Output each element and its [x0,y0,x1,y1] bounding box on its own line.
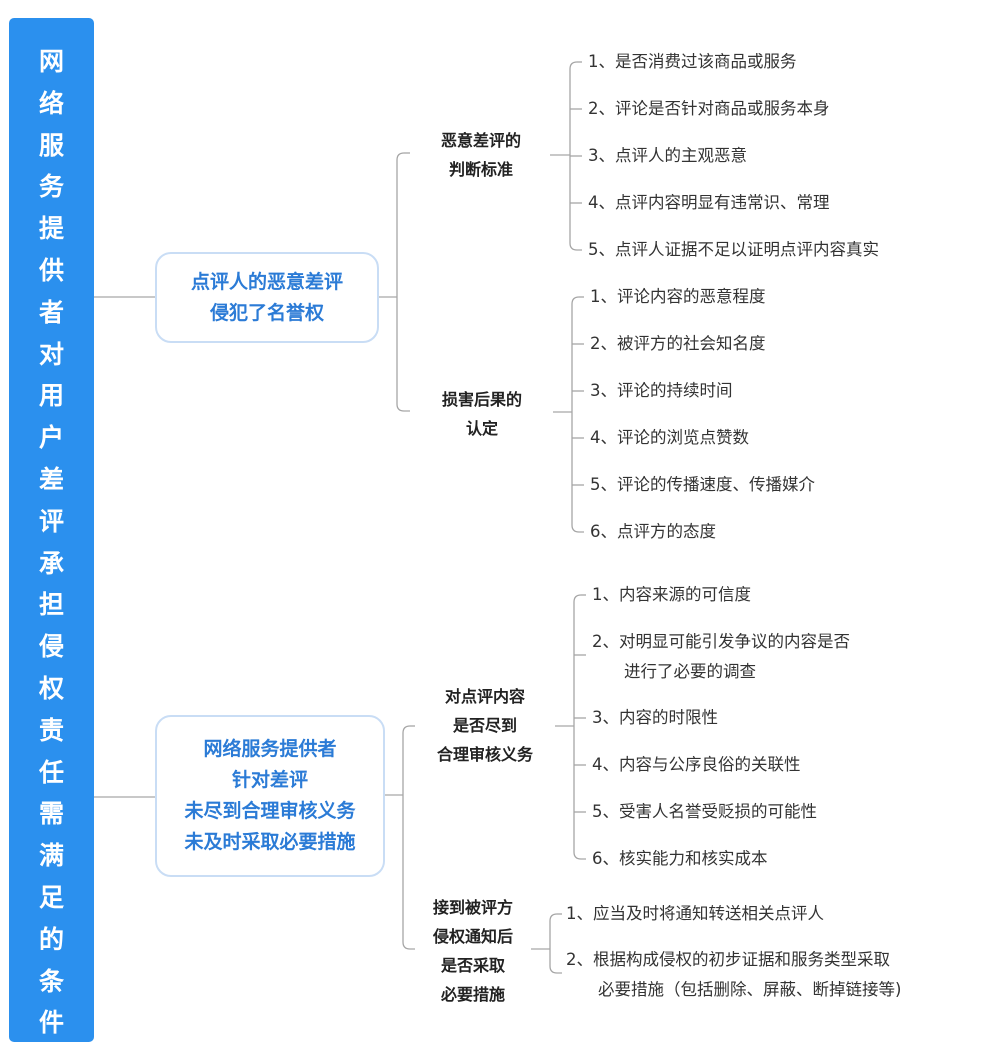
leaf-item[interactable]: 3、内容的时限性 [592,703,718,733]
leaf-item[interactable]: 2、对明显可能引发争议的内容是否 进行了必要的调查 [592,627,850,687]
root-title-char: 的 [38,924,64,954]
subtopic-review-duty[interactable]: 对点评内容 是否尽到 合理审核义务 [415,682,555,769]
root-title-char: 权 [38,673,64,703]
branch-label-line: 针对差评 [231,769,308,791]
root-title-char: 担 [38,590,64,620]
root-title-char: 需 [38,799,64,829]
root-title-char: 足 [38,882,64,912]
root-title-char: 责 [38,715,64,745]
leaf-text: 2、对明显可能引发争议的内容是否 [592,632,850,651]
leaf-text: 6、点评方的态度 [590,522,716,541]
leaf-item[interactable]: 6、核实能力和核实成本 [592,844,768,874]
leaf-item[interactable]: 1、内容来源的可信度 [592,580,751,610]
leaf-text: 3、内容的时限性 [592,708,718,727]
leaf-item[interactable]: 2、被评方的社会知名度 [590,329,766,359]
root-title-char: 络 [38,88,64,118]
subtopic-label-line: 合理审核义务 [436,745,533,764]
leaf-item[interactable]: 4、内容与公序良俗的关联性 [592,750,801,780]
leaf-text: 5、评论的传播速度、传播媒介 [590,475,815,494]
subtopic-malicious-review-criteria[interactable]: 恶意差评的 判断标准 [412,126,550,184]
leaf-text-continuation: 必要措施（包括删除、屏蔽、断掉链接等) [598,980,902,999]
leaf-text-continuation: 进行了必要的调查 [624,662,756,681]
subtopic-notice-measures[interactable]: 接到被评方 侵权通知后 是否采取 必要措施 [415,893,531,1009]
root-title-char: 条 [38,966,64,996]
root-node[interactable]: 网 络 服 务 提 供 者 对 用 户 差 评 承 担 侵 权 责 任 需 满 … [9,18,94,1042]
subtopic-label-line: 接到被评方 [432,898,513,917]
subtopic-label-line: 判断标准 [448,160,513,179]
subtopic-label-line: 是否尽到 [452,716,517,735]
subtopic-label-line: 侵权通知后 [432,927,513,946]
root-title-char: 评 [38,506,64,536]
root-title-char: 网 [38,47,64,76]
root-title-char: 差 [38,464,64,494]
leaf-item[interactable]: 5、点评人证据不足以证明点评内容真实 [588,235,879,265]
root-title-char: 承 [38,548,64,578]
root-title-char: 服 [38,130,64,160]
leaf-text: 2、根据构成侵权的初步证据和服务类型采取 [566,950,890,969]
leaf-text: 2、被评方的社会知名度 [590,334,766,353]
leaf-text: 3、评论的持续时间 [590,381,733,400]
leaf-item[interactable]: 6、点评方的态度 [590,517,716,547]
leaf-item[interactable]: 5、受害人名誉受贬损的可能性 [592,797,817,827]
leaf-text: 4、评论的浏览点赞数 [590,428,749,447]
leaf-text: 1、评论内容的恶意程度 [590,287,766,306]
root-title-char: 满 [38,841,64,871]
branch-node-provider-duty[interactable]: 网络服务提供者 针对差评 未尽到合理审核义务 未及时采取必要措施 [155,715,385,877]
leaf-text: 1、是否消费过该商品或服务 [588,52,797,71]
leaf-text: 4、点评内容明显有违常识、常理 [588,193,830,212]
root-title-char: 供 [38,255,64,285]
subtopic-damage-determination[interactable]: 损害后果的 认定 [412,385,552,443]
branch-label-line: 网络服务提供者 [203,738,337,760]
root-title-char: 对 [38,339,64,369]
subtopic-label-line: 认定 [465,419,498,438]
subtopic-label-line: 对点评内容 [444,687,525,706]
subtopic-label-line: 是否采取 [440,956,505,975]
root-title-char: 户 [38,423,64,453]
branch-label-line: 侵犯了名誉权 [209,301,324,324]
root-title-char: 者 [38,297,64,327]
leaf-item[interactable]: 4、评论的浏览点赞数 [590,423,749,453]
root-title-char: 用 [38,381,64,411]
leaf-item[interactable]: 1、是否消费过该商品或服务 [588,47,797,77]
branch-label-line: 未及时采取必要措施 [184,831,356,853]
root-title-char: 务 [38,172,64,202]
root-title-char: 侵 [38,632,64,662]
leaf-text: 2、评论是否针对商品或服务本身 [588,99,830,118]
leaf-item[interactable]: 2、评论是否针对商品或服务本身 [588,94,830,124]
subtopic-label-line: 必要措施 [440,985,505,1004]
leaf-text: 1、应当及时将通知转送相关点评人 [566,904,824,923]
subtopic-label-line: 损害后果的 [441,390,522,409]
leaf-text: 4、内容与公序良俗的关联性 [592,755,801,774]
leaf-item[interactable]: 5、评论的传播速度、传播媒介 [590,470,815,500]
leaf-text: 3、点评人的主观恶意 [588,146,747,165]
root-title-char: 件 [38,1008,64,1038]
leaf-item[interactable]: 3、评论的持续时间 [590,376,733,406]
leaf-text: 6、核实能力和核实成本 [592,849,768,868]
branch-node-defamation[interactable]: 点评人的恶意差评 侵犯了名誉权 [155,252,379,343]
leaf-item[interactable]: 1、应当及时将通知转送相关点评人 [566,899,824,929]
leaf-item[interactable]: 4、点评内容明显有违常识、常理 [588,188,830,218]
root-title-char: 提 [38,214,64,244]
leaf-item[interactable]: 3、点评人的主观恶意 [588,141,747,171]
leaf-item[interactable]: 1、评论内容的恶意程度 [590,282,766,312]
branch-label-line: 点评人的恶意差评 [190,270,343,293]
leaf-text: 1、内容来源的可信度 [592,585,751,604]
branch-label-line: 未尽到合理审核义务 [184,800,356,822]
leaf-item[interactable]: 2、根据构成侵权的初步证据和服务类型采取 必要措施（包括删除、屏蔽、断掉链接等) [566,945,901,1005]
root-title-char: 任 [38,757,64,787]
subtopic-label-line: 恶意差评的 [440,131,521,150]
leaf-text: 5、受害人名誉受贬损的可能性 [592,802,817,821]
leaf-text: 5、点评人证据不足以证明点评内容真实 [588,240,879,259]
